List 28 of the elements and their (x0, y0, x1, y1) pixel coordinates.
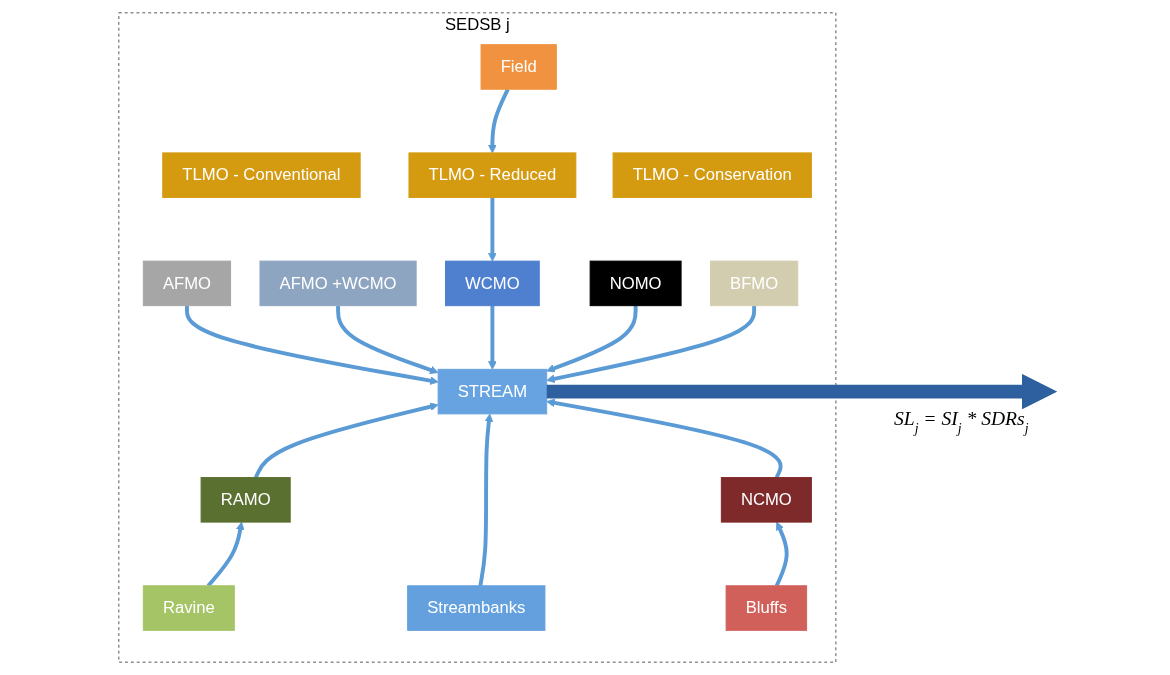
edge-label: SL$_{j}$ = SI$_{j}$ * SDRs$_{j}$ (893, 407, 1029, 436)
arrow (546, 398, 783, 479)
arrow (336, 305, 439, 375)
arrow (488, 305, 497, 370)
node-box: BFMO (709, 260, 799, 307)
node-box: AFMO (142, 260, 231, 307)
node-box: WCMO (444, 260, 540, 307)
node-box: Ravine (142, 585, 235, 631)
node-box: STREAM (437, 368, 548, 415)
node-box: NCMO (720, 477, 812, 523)
arrow (546, 305, 638, 373)
node-box: AFMO +WCMO (259, 260, 417, 307)
node-box: Bluffs (725, 585, 807, 631)
arrow (253, 402, 439, 479)
node-box: TLMO - Reduced (408, 152, 577, 198)
arrow (774, 521, 789, 587)
arrow (478, 413, 494, 587)
arrow (546, 305, 756, 384)
arrow (488, 88, 510, 154)
arrow (184, 305, 439, 385)
node-box: TLMO - Conservation (612, 152, 812, 198)
arrow (488, 197, 497, 262)
arrow (546, 373, 1058, 410)
node-box: TLMO - Conventional (162, 152, 361, 198)
node-box: Streambanks (407, 585, 546, 631)
node-box: Field (480, 44, 557, 90)
node-box: NOMO (589, 260, 682, 307)
node-box: RAMO (200, 477, 291, 523)
